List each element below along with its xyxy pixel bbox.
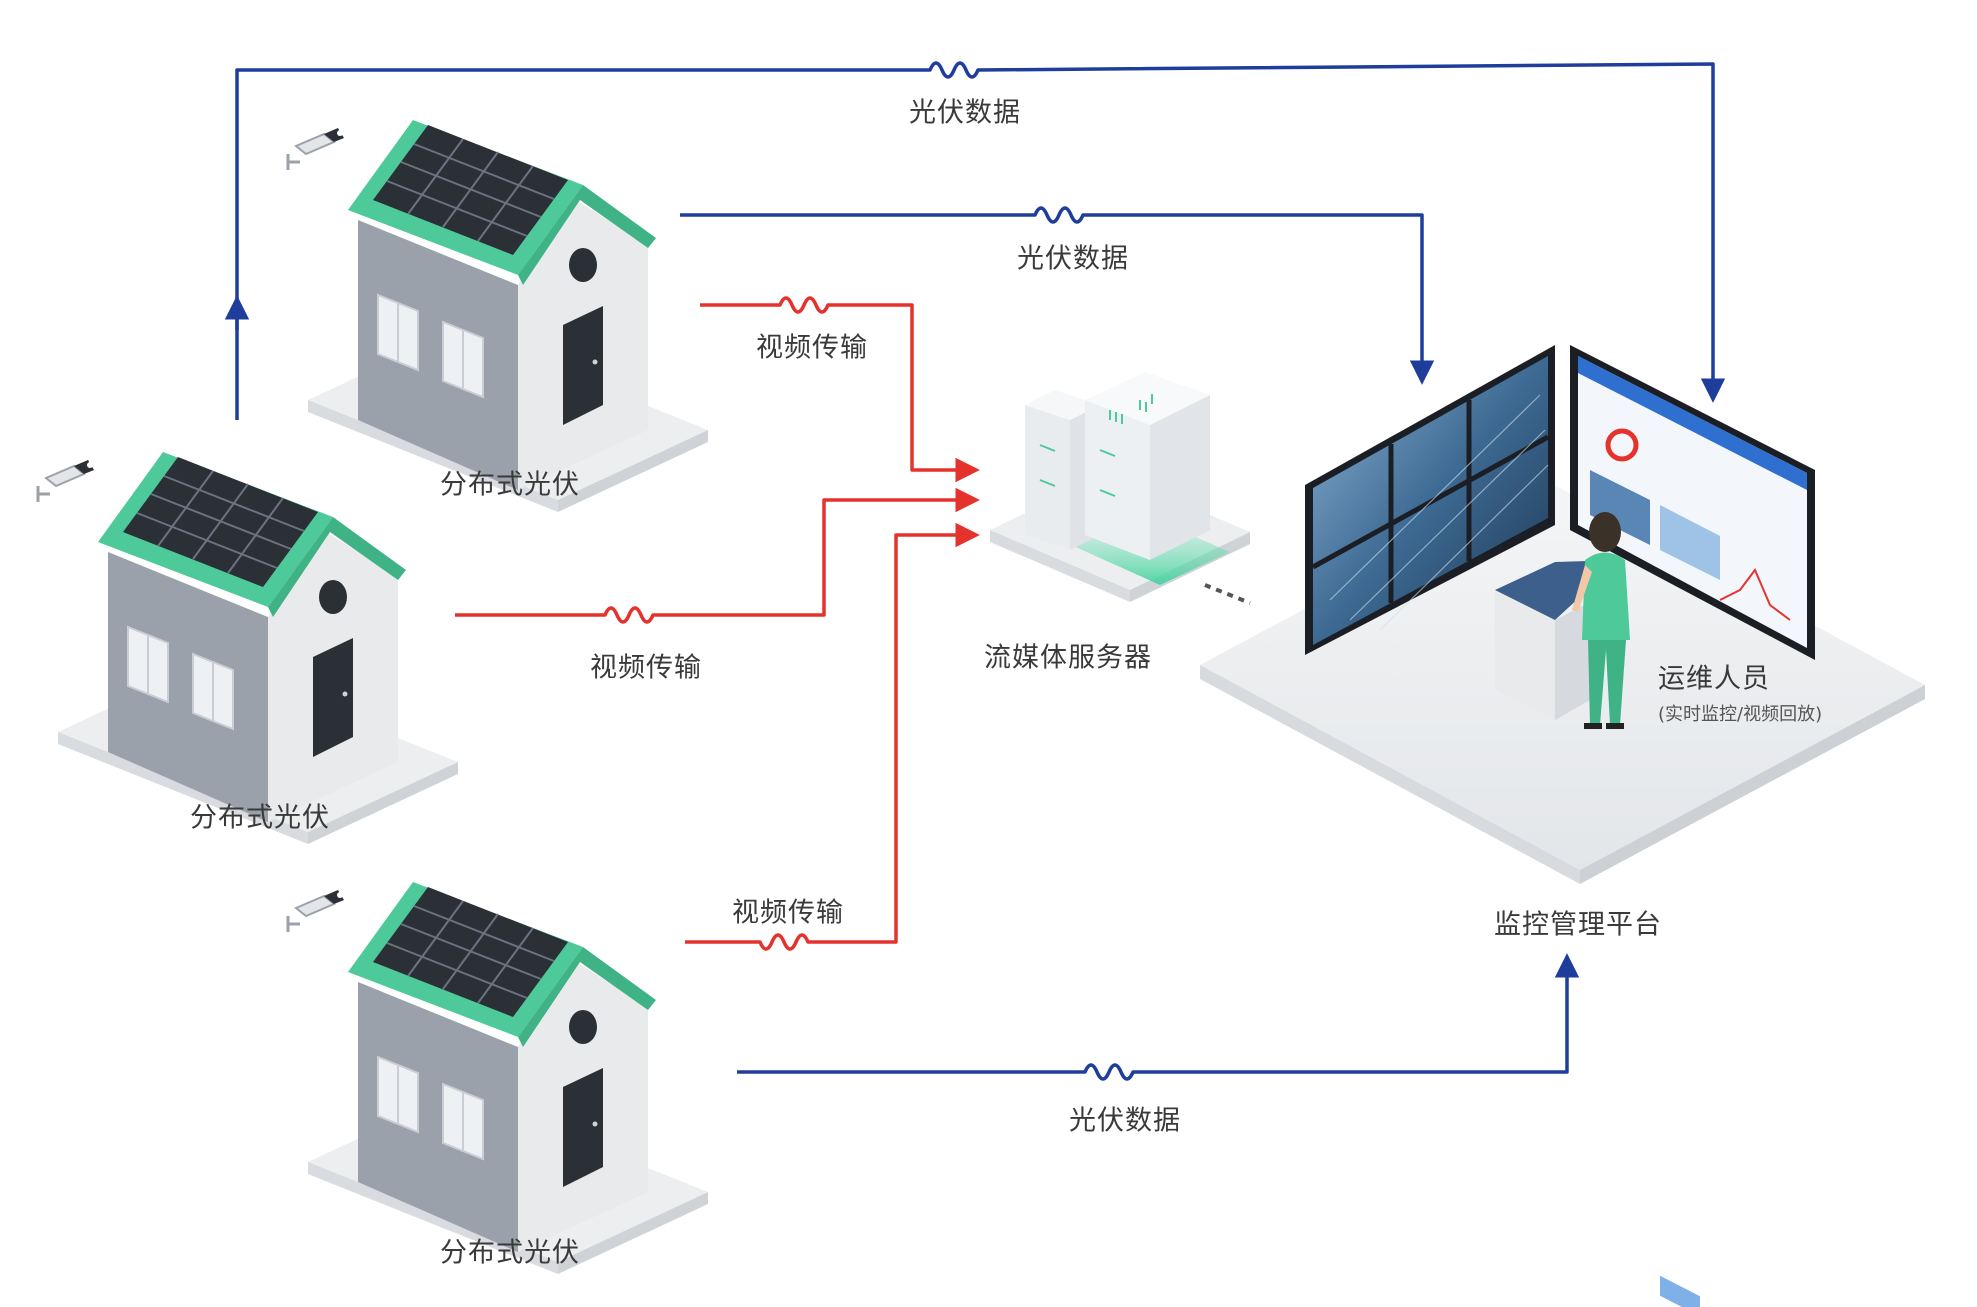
dashboard-screen (1570, 345, 1815, 1307)
house-mid-label: 分布式光伏 (190, 802, 330, 834)
monitoring-platform (1200, 345, 1925, 1307)
server-label: 流媒体服务器 (984, 642, 1152, 674)
video-label-2: 视频传输 (590, 652, 702, 684)
video-label-3: 视频传输 (732, 897, 844, 929)
house-top-label: 分布式光伏 (440, 469, 580, 501)
pv-data-lines (224, 61, 1726, 1081)
house-mid (36, 450, 460, 846)
video-wall (1305, 345, 1555, 655)
pv-data-label-top: 光伏数据 (909, 97, 1021, 129)
house-bottom-label: 分布式光伏 (440, 1237, 580, 1269)
house-bottom (286, 880, 710, 1276)
video-lines (455, 296, 980, 951)
pv-data-label-bottom: 光伏数据 (1069, 1105, 1181, 1137)
house-top (286, 118, 710, 514)
streaming-server (990, 372, 1251, 605)
video-label-1: 视频传输 (756, 332, 868, 364)
operator-label: 运维人员 (1658, 663, 1770, 695)
operator-note: (实时监控/视频回放) (1658, 704, 1823, 725)
platform-label: 监控管理平台 (1494, 909, 1662, 941)
pv-data-label-upper: 光伏数据 (1017, 243, 1129, 275)
operator-figure (1572, 512, 1630, 729)
